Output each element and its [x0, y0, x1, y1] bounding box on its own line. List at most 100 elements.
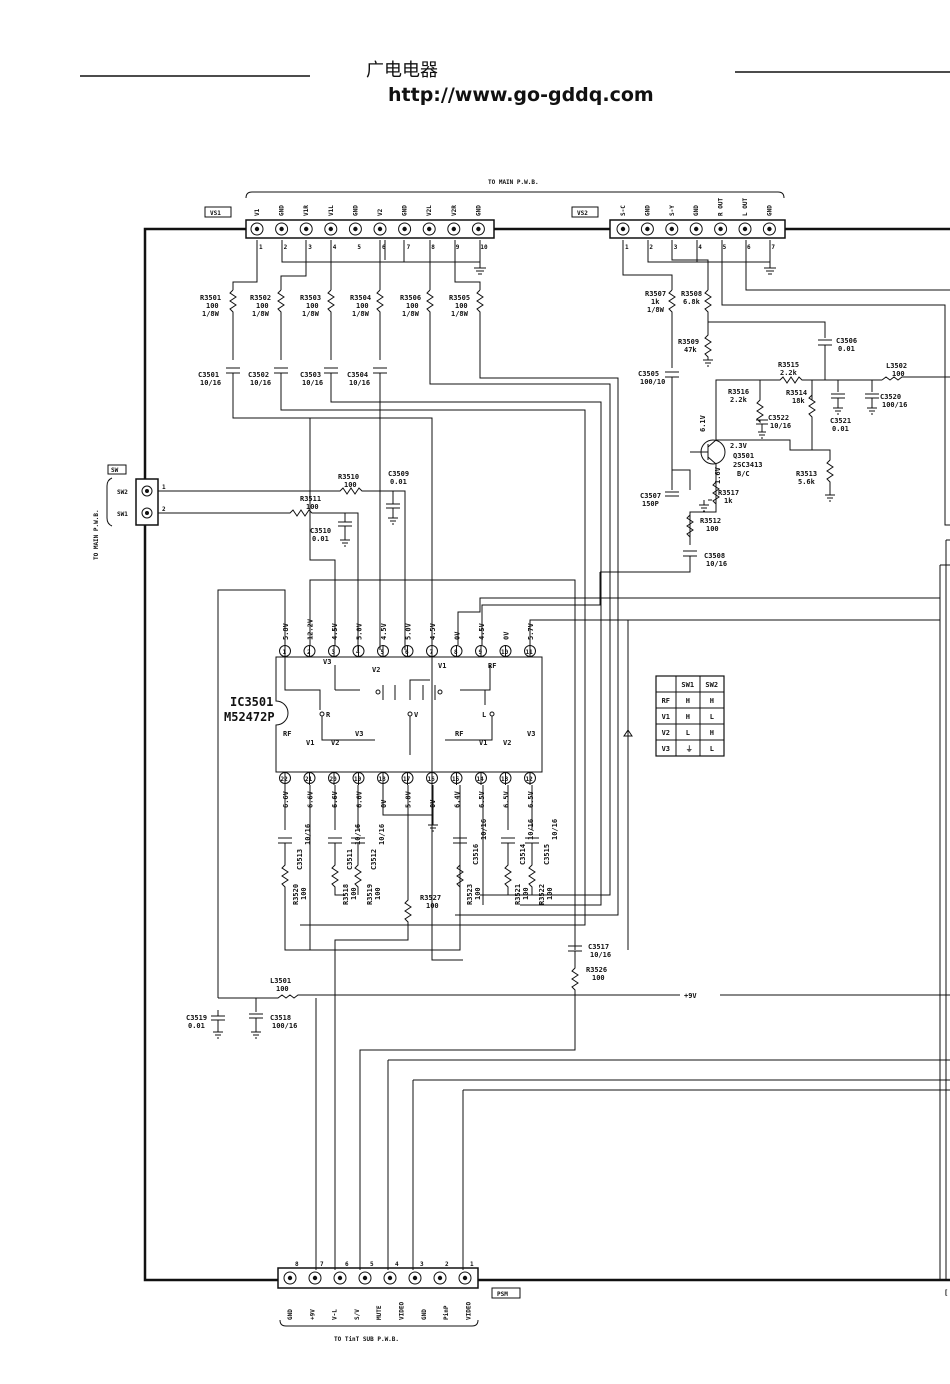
value-c3514: 10/16 [527, 819, 535, 840]
pin-label-v1l: V1L [328, 205, 335, 216]
pin-label-v2l: V2L [426, 205, 433, 216]
value-r3506: 100 [406, 302, 419, 310]
ic-pin-voltage: 0V [380, 799, 388, 808]
label-c3503: C3503 [300, 371, 321, 379]
label-c3508: C3508 [704, 552, 725, 560]
value-r3508: 6.8k [683, 298, 701, 306]
label-r3520: R3520 [292, 884, 300, 905]
connector-pin [275, 222, 289, 236]
value-r3504: 100 [356, 302, 369, 310]
pin-number: 4 [395, 1261, 399, 1268]
ic-inner-v1-br: V1 [479, 739, 487, 747]
label-c3506: C3506 [836, 337, 857, 345]
sw-label: SW [111, 467, 119, 474]
value-r3511: 100 [306, 503, 319, 511]
psm-pin-label-gnd: GND [287, 1309, 294, 1320]
psm-pin-label-sv: S/V [354, 1309, 361, 1320]
truth-table-cell: H [710, 729, 714, 737]
header-url[interactable]: http://www.go-gddq.com [388, 84, 654, 106]
connector-pin [689, 222, 703, 236]
ic-pin-number: 20 [330, 776, 338, 783]
label-r3526: R3526 [586, 966, 607, 974]
label-c3522: C3522 [768, 414, 789, 422]
ic-pin-voltage: 4.5V [380, 622, 388, 640]
truth-table-cell: H [686, 713, 690, 721]
connector-pin [640, 222, 654, 236]
q3501-ve: 1.6V [714, 466, 722, 484]
ic-pin-number: 14 [477, 776, 485, 783]
value-l3502: 100 [892, 370, 905, 378]
ic-pin [499, 645, 512, 657]
truth-table-cell: L [710, 713, 714, 721]
label-c3519: C3519 [186, 1014, 207, 1022]
sw-pin-sw2: SW2 [117, 489, 128, 496]
board-outline [143, 227, 950, 1282]
psm-pin-label-gnd: GND [421, 1309, 428, 1320]
ic-pin-number: 4 [356, 649, 360, 656]
label-c3510: C3510 [310, 527, 331, 535]
pin-number: 4 [333, 244, 337, 251]
ic-pin-voltage: 5.7V [527, 622, 535, 640]
ic-pin-number: 3 [332, 649, 336, 656]
ic-pin [303, 772, 316, 784]
ic-pin [499, 772, 512, 784]
pin-number: 6 [382, 244, 386, 251]
truth-table-cell: L [710, 745, 714, 753]
value-r3521: 100 [522, 887, 530, 900]
ic-part: M52472P [224, 710, 275, 724]
pin-number: 2 [284, 244, 288, 251]
label-r3507: R3507 [645, 290, 666, 298]
label-r3503: R3503 [300, 294, 321, 302]
ic-pin-number: 22 [281, 776, 289, 783]
value-c3501: 10/16 [200, 379, 221, 387]
sw-pin-num-1: 1 [162, 484, 166, 491]
ic-inner-r: R [326, 711, 331, 719]
ic-pin-number: 19 [354, 776, 362, 783]
pin-label-v1r: V1R [303, 205, 310, 216]
label-c3521: C3521 [830, 417, 851, 425]
label-c3513: C3513 [296, 849, 304, 870]
ic-pin [303, 645, 316, 657]
rating-r3504: 1/8W [352, 310, 370, 318]
psm-body [277, 1267, 479, 1289]
psm-pin-label-video: VIDEO [399, 1302, 406, 1320]
ic-pin-voltage: 6.6V [282, 790, 290, 808]
psm-label-box [491, 1287, 521, 1299]
connector-pin [324, 222, 338, 236]
value-c3503: 10/16 [302, 379, 323, 387]
label-c3502: C3502 [248, 371, 269, 379]
value-c3520: 100/16 [882, 401, 907, 409]
ic3501: IC3501 M52472P 15.8V212.2V34.5V45.0V54.5… [224, 618, 543, 808]
value-r3518: 100 [350, 887, 358, 900]
ic-pin [377, 772, 389, 784]
header-company: 广电电器 [366, 60, 438, 81]
value-c3504: 10/16 [349, 379, 370, 387]
connector-pin [358, 1271, 372, 1285]
connector-pin [616, 222, 630, 236]
value-c3521: 0.01 [832, 425, 849, 433]
ic-pin [352, 772, 365, 784]
connector-pin [299, 222, 313, 236]
label-c3511: C3511 [346, 849, 354, 870]
value-r3507: 1k [651, 298, 660, 306]
ic-pin-number: 2 [307, 649, 311, 656]
truth-table-cell: L [686, 729, 690, 737]
pin-number: 8 [295, 1261, 299, 1268]
vs2-label: VS2 [577, 210, 588, 217]
label-r3511: R3511 [300, 495, 321, 503]
connector-pin [373, 222, 387, 236]
ic-pin-voltage: 6.5V [478, 790, 486, 808]
ic-pin-voltage: 6.5V [503, 790, 511, 808]
value-r3527: 100 [426, 902, 439, 910]
pin-number: 5 [357, 244, 361, 251]
ic-pin [475, 772, 487, 784]
value-c3506: 0.01 [838, 345, 855, 353]
label-r3515: R3515 [778, 361, 799, 369]
component-labels: R35011001/8WR35021001/8WR35031001/8WR350… [186, 290, 907, 1030]
value-r3501: 100 [206, 302, 219, 310]
vs1-wiring [226, 240, 619, 961]
value-r3505: 100 [455, 302, 468, 310]
ic-pin [377, 645, 389, 657]
